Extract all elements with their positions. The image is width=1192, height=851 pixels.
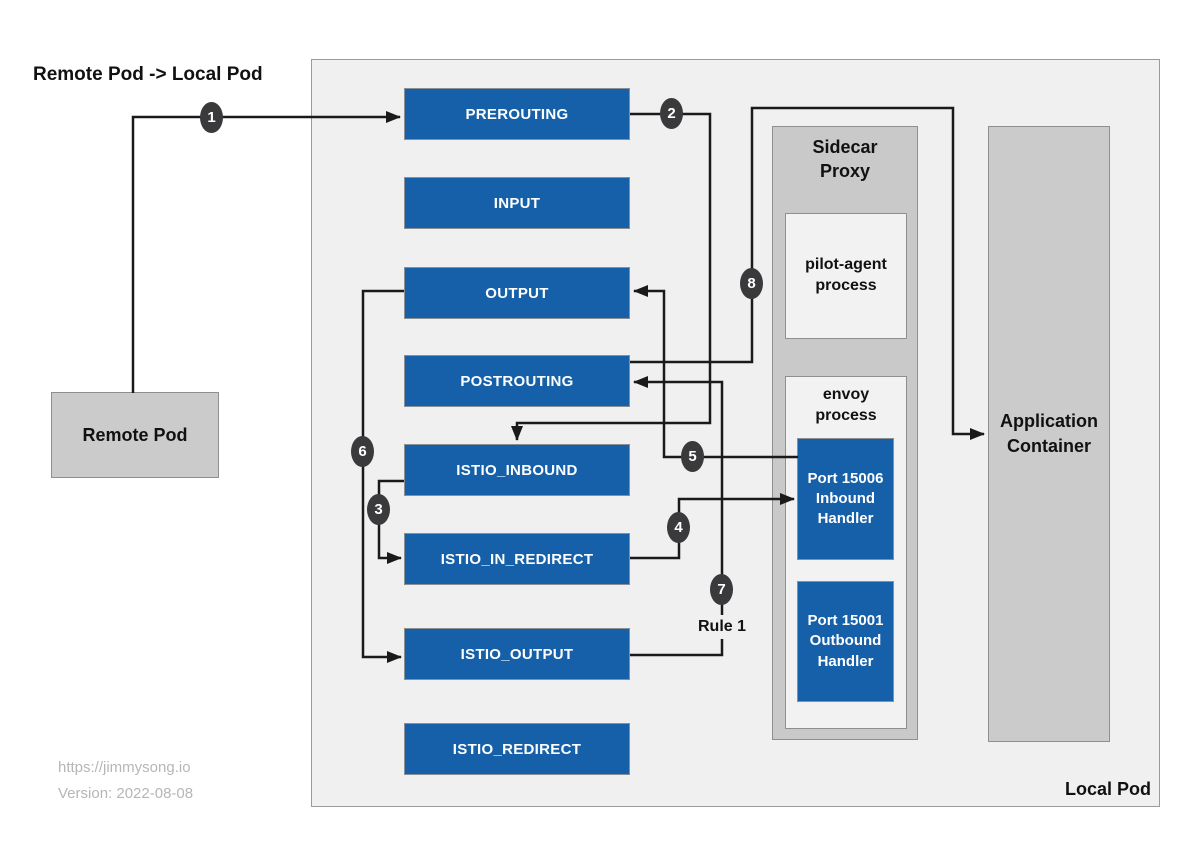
chain-label: INPUT: [493, 194, 541, 212]
chain-label: POSTROUTING: [460, 372, 574, 390]
step-badge-3: 3: [367, 494, 390, 525]
sidecar-proxy-box: Sidecar Proxy pilot-agent process envoy …: [772, 126, 918, 740]
chain-label: ISTIO_REDIRECT: [452, 740, 582, 758]
step-badge-8: 8: [740, 268, 763, 299]
chain-label: ISTIO_IN_REDIRECT: [440, 550, 594, 568]
chain-label: ISTIO_OUTPUT: [460, 645, 574, 663]
envoy-process-box: envoy process Port 15006 Inbound Handler…: [785, 376, 907, 729]
inbound-handler-box: Port 15006 Inbound Handler: [797, 438, 894, 560]
step-badge-6: 6: [351, 436, 374, 467]
chain-label: PREROUTING: [465, 105, 569, 123]
pilot-agent-process-box: pilot-agent process: [785, 213, 907, 339]
footer-url: https://jimmysong.io: [58, 759, 191, 776]
chain-prerouting: PREROUTING: [404, 88, 630, 140]
chain-istio-redirect: ISTIO_REDIRECT: [404, 723, 630, 775]
inbound-handler-label: Port 15006 Inbound Handler: [807, 469, 884, 528]
outbound-handler-box: Port 15001 Outbound Handler: [797, 581, 894, 702]
chain-input: INPUT: [404, 177, 630, 229]
chain-istio-output: ISTIO_OUTPUT: [404, 628, 630, 680]
step-badge-7: 7: [710, 574, 733, 605]
chain-output: OUTPUT: [404, 267, 630, 319]
pilot-agent-label: pilot-agent process: [805, 256, 887, 294]
step-badge-2: 2: [660, 98, 683, 129]
rule-1-label: Rule 1: [692, 615, 752, 639]
remote-pod-box: Remote Pod: [51, 392, 219, 478]
page-title: Remote Pod -> Local Pod: [33, 64, 263, 85]
outbound-handler-label: Port 15001 Outbound Handler: [807, 612, 884, 670]
chain-istio-inbound: ISTIO_INBOUND: [404, 444, 630, 496]
remote-pod-label: Remote Pod: [82, 424, 188, 445]
envoy-process-label: envoy process: [815, 386, 877, 424]
chain-label: OUTPUT: [485, 284, 549, 302]
application-container-box: Application Container: [988, 126, 1110, 742]
step-badge-5: 5: [681, 441, 704, 472]
chain-label: ISTIO_INBOUND: [456, 461, 578, 479]
sidecar-proxy-title: Sidecar Proxy: [812, 137, 878, 182]
application-container-label: Application Container: [1000, 410, 1098, 456]
step-badge-1: 1: [200, 102, 223, 133]
chain-istio-in-redirect: ISTIO_IN_REDIRECT: [404, 533, 630, 585]
local-pod-label: Local Pod: [1064, 779, 1151, 799]
step-badge-4: 4: [667, 512, 690, 543]
footer-version: Version: 2022-08-08: [58, 785, 194, 802]
chain-postrouting: POSTROUTING: [404, 355, 630, 407]
